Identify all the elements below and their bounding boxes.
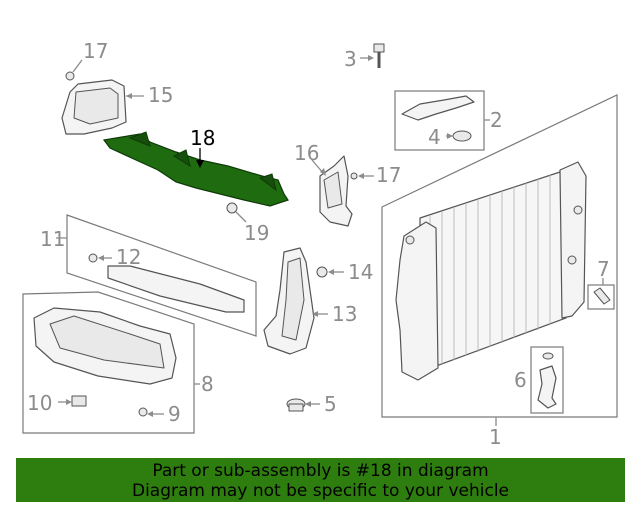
callout-13: 13	[332, 302, 357, 326]
info-banner: Part or sub-assembly is #18 in diagram D…	[16, 458, 625, 502]
callout-18: 18	[190, 126, 215, 150]
part-16-side-deflector	[311, 155, 353, 227]
callout-8: 8	[201, 372, 214, 396]
callout-16: 16	[294, 141, 319, 165]
part-7-box	[587, 278, 615, 310]
banner-line-1: Part or sub-assembly is #18 in diagram	[152, 461, 489, 481]
banner-line-2: Diagram may not be specific to your vehi…	[131, 481, 509, 501]
callout-15: 15	[148, 83, 173, 107]
callout-19: 19	[244, 221, 269, 245]
part-5-cap	[286, 398, 320, 412]
part-12-pushpin	[88, 253, 112, 263]
part-17-clip-top	[65, 59, 83, 81]
callout-14: 14	[348, 260, 373, 284]
callout-7: 7	[597, 257, 610, 281]
callout-9: 9	[168, 402, 181, 426]
callout-3: 3	[344, 47, 357, 71]
callout-12: 12	[116, 245, 141, 269]
part-19-clip	[226, 202, 247, 223]
parts-diagram: 17 15 18 19 3 2 4	[22, 39, 618, 449]
part-13-air-guide	[263, 247, 328, 355]
part-15-bracket	[61, 79, 144, 135]
part-1-radiator-box	[381, 94, 618, 426]
callout-6: 6	[514, 368, 527, 392]
callout-17-side: 17	[376, 163, 401, 187]
part-2-box	[394, 90, 490, 151]
callout-1: 1	[489, 425, 502, 449]
part-9-screw	[138, 407, 164, 417]
part-11-box	[56, 214, 257, 337]
part-14-nut	[316, 266, 344, 278]
callout-11: 11	[40, 227, 65, 251]
part-6-box	[530, 346, 564, 414]
part-10-nut	[58, 395, 87, 407]
callout-2: 2	[490, 108, 503, 132]
callout-4: 4	[428, 125, 441, 149]
part-18-upper-baffle[interactable]	[102, 131, 289, 207]
callout-17-top: 17	[83, 39, 108, 63]
callout-10: 10	[27, 391, 52, 415]
part-17-clip-side	[350, 172, 374, 180]
part-3-bolt	[360, 43, 385, 68]
part-8-box	[22, 291, 200, 434]
callout-5: 5	[324, 392, 337, 416]
